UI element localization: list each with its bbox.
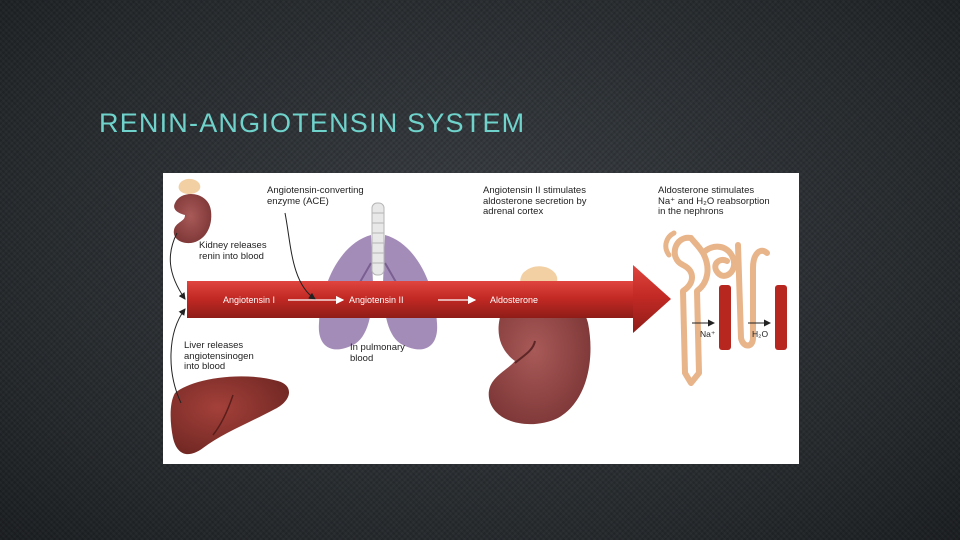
capillary-icon	[692, 285, 787, 350]
connector-arrows	[169, 212, 316, 404]
sodium-label: Na⁺	[700, 329, 716, 339]
angiotensin-i-label: Angiotensin I	[223, 295, 276, 305]
aldosterone-stimulates-label: Aldosterone stimulates Na⁺ and H₂O reabs…	[658, 185, 770, 217]
slide-title: RENIN-ANGIOTENSIN SYSTEM	[99, 108, 526, 138]
lungs-icon	[318, 202, 438, 350]
raas-diagram: Angiotensin I Angiotensin II Aldosterone…	[163, 173, 799, 464]
kidney-releases-label: Kidney releases renin into blood	[199, 240, 267, 262]
angiotensin-ii-stimulates-label: Angiotensin II stimulates aldosterone se…	[483, 185, 587, 217]
bloodstream-arrow	[187, 265, 671, 333]
angiotensin-ii-label: Angiotensin II	[349, 295, 404, 305]
water-label: H₂O	[752, 329, 769, 339]
pulmonary-blood-label: In pulmonary blood	[350, 342, 405, 364]
ace-label: Angiotensin-converting enzyme (ACE)	[267, 185, 364, 207]
kidney-small-icon	[173, 178, 212, 244]
raas-illustration	[169, 178, 787, 455]
liver-icon	[170, 376, 290, 455]
aldosterone-label: Aldosterone	[490, 295, 539, 305]
liver-releases-label: Liver releases angiotensinogen into bloo…	[184, 340, 254, 372]
nephron-icon	[663, 230, 770, 386]
